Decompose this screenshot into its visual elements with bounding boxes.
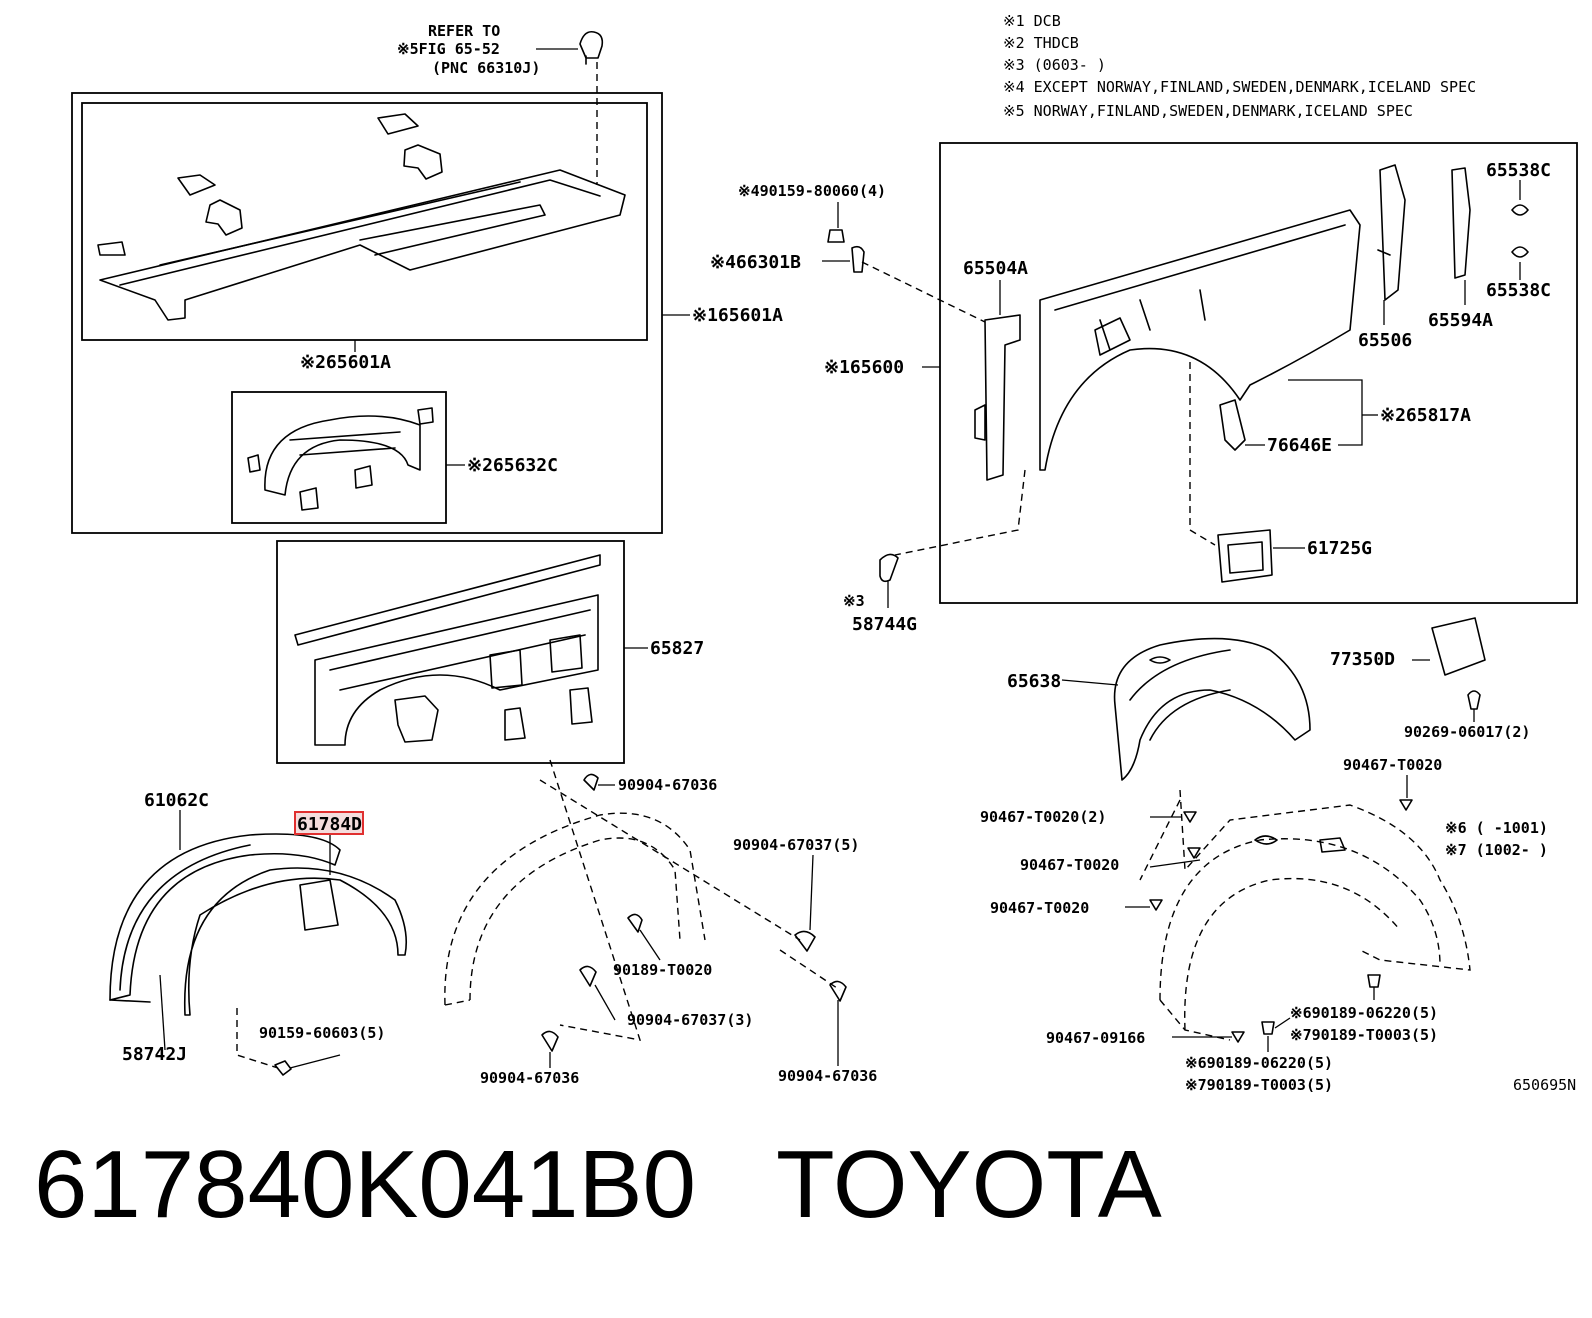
wheelhouse-inner-art	[247, 407, 434, 511]
clip-icon	[1183, 811, 1197, 823]
note-6: ※6 ( -1001)	[1445, 819, 1548, 837]
label-90159-80060: ※490159-80060(4)	[738, 182, 886, 200]
refer-line-1: REFER TO	[428, 22, 500, 40]
group-box-265632C	[231, 391, 447, 524]
label-690189-a: ※690189-06220(5)	[1290, 1004, 1438, 1022]
side-panel-art	[294, 554, 601, 746]
liner-lower-right-art	[1139, 789, 1471, 1041]
bracket-icon	[851, 245, 865, 273]
label-90189-T0020: 90189-T0020	[613, 961, 712, 979]
cap-icon	[1511, 204, 1529, 216]
label-90269-06017: 90269-06017(2)	[1404, 723, 1530, 741]
floor-panel-art	[97, 113, 626, 321]
label-265817A: ※265817A	[1380, 405, 1471, 426]
clip-icon	[1231, 1031, 1245, 1043]
fuel-door-icon	[1431, 617, 1486, 676]
label-65638: 65638	[1007, 671, 1061, 692]
label-90904-67036-a: 90904-67036	[618, 776, 717, 794]
label-90467-T0020-a: 90467-T0020	[1343, 756, 1442, 774]
label-790189-a: ※790189-T0003(5)	[1290, 1026, 1438, 1044]
clip-icon	[541, 1030, 559, 1052]
label-690189-b: ※690189-06220(5)	[1185, 1054, 1333, 1072]
label-76646E: 76646E	[1267, 435, 1332, 456]
label-65538C-a: 65538C	[1486, 160, 1551, 181]
figure-id: 650695N	[1513, 1076, 1576, 1094]
bolt-icon	[579, 30, 604, 65]
label-265601A: ※265601A	[300, 352, 391, 373]
label-65538C-b: 65538C	[1486, 280, 1551, 301]
note-1: ※1 DCB	[1003, 12, 1061, 30]
note-5: ※5 NORWAY,FINLAND,SWEDEN,DENMARK,ICELAND…	[1003, 102, 1413, 120]
fuel-box-icon	[1217, 529, 1273, 583]
clip-icon	[583, 773, 599, 791]
refer-line-2: ※5FIG 65-52	[397, 40, 500, 58]
screw-icon	[1467, 690, 1481, 710]
note-4: ※4 EXCEPT NORWAY,FINLAND,SWEDEN,DENMARK,…	[1003, 78, 1476, 96]
clip-icon	[1399, 799, 1413, 811]
label-65504A: 65504A	[963, 258, 1028, 279]
label-mark-3: ※3	[843, 592, 865, 610]
group-box-265601A	[81, 102, 648, 341]
clip-icon	[627, 913, 643, 933]
notes-legend: ※1 DCB ※2 THDCB ※3 (0603- ) ※4 EXCEPT NO…	[1003, 12, 1476, 120]
label-165600: ※165600	[824, 357, 904, 378]
clip-icon	[829, 980, 847, 1002]
bed-side-art	[974, 164, 1471, 481]
clip-icon	[274, 1060, 292, 1076]
label-165601A: ※165601A	[692, 305, 783, 326]
bolt-icon	[1367, 974, 1381, 988]
group-box-65827	[276, 540, 625, 764]
label-90904-67036-b: 90904-67036	[480, 1069, 579, 1087]
refer-line-3: (PNC 66310J)	[432, 59, 540, 77]
note-3: ※3 (0603- )	[1003, 56, 1106, 74]
label-90159-60603: 90159-60603(5)	[259, 1024, 385, 1042]
hose-icon	[879, 553, 899, 583]
label-61062C: 61062C	[144, 790, 209, 811]
label-61784D: 61784D	[297, 814, 362, 835]
group-box-165600	[939, 142, 1578, 604]
clip-icon	[1149, 899, 1163, 911]
liner-65638-art	[1113, 637, 1311, 781]
label-65827: 65827	[650, 638, 704, 659]
bolt-icon	[1261, 1021, 1275, 1035]
label-466301B: ※466301B	[710, 252, 801, 273]
part-number: 617840K041B0	[34, 1131, 696, 1238]
fender-flare-art	[109, 833, 408, 1051]
highlight-61784D	[294, 811, 364, 835]
label-77350D: 77350D	[1330, 649, 1395, 670]
label-65594A: 65594A	[1428, 310, 1493, 331]
refer-callout: REFER TO ※5FIG 65-52 (PNC 66310J)	[397, 22, 604, 185]
clip-icon	[1187, 847, 1201, 859]
cap-icon	[1511, 246, 1529, 258]
label-61725G: 61725G	[1307, 538, 1372, 559]
group-box-165601A	[71, 92, 663, 534]
brand-name: TOYOTA	[775, 1131, 1162, 1238]
part-caption: 617840K041B0 TOYOTA	[34, 1130, 1162, 1240]
bolt-icon	[827, 229, 845, 243]
label-265632C: ※265632C	[467, 455, 558, 476]
label-90467-T0020-d: 90467-T0020	[990, 899, 1089, 917]
clip-icon	[579, 965, 597, 987]
note-2: ※2 THDCB	[1003, 34, 1079, 52]
label-90904-67037-5: 90904-67037(5)	[733, 836, 859, 854]
label-90467-T0020-2: 90467-T0020(2)	[980, 808, 1106, 826]
note-7: ※7 (1002- )	[1445, 841, 1548, 859]
label-90467-T0020-c: 90467-T0020	[1020, 856, 1119, 874]
label-90904-67037-3: 90904-67037(3)	[627, 1011, 753, 1029]
label-790189-b: ※790189-T0003(5)	[1185, 1076, 1333, 1094]
label-90467-09166: 90467-09166	[1046, 1029, 1145, 1047]
clip-icon	[794, 930, 816, 952]
label-65506: 65506	[1358, 330, 1412, 351]
label-58744G: 58744G	[852, 614, 917, 635]
liner-dashed-art	[444, 759, 841, 1041]
label-58742J: 58742J	[122, 1044, 187, 1065]
label-90904-67036-c: 90904-67036	[778, 1067, 877, 1085]
